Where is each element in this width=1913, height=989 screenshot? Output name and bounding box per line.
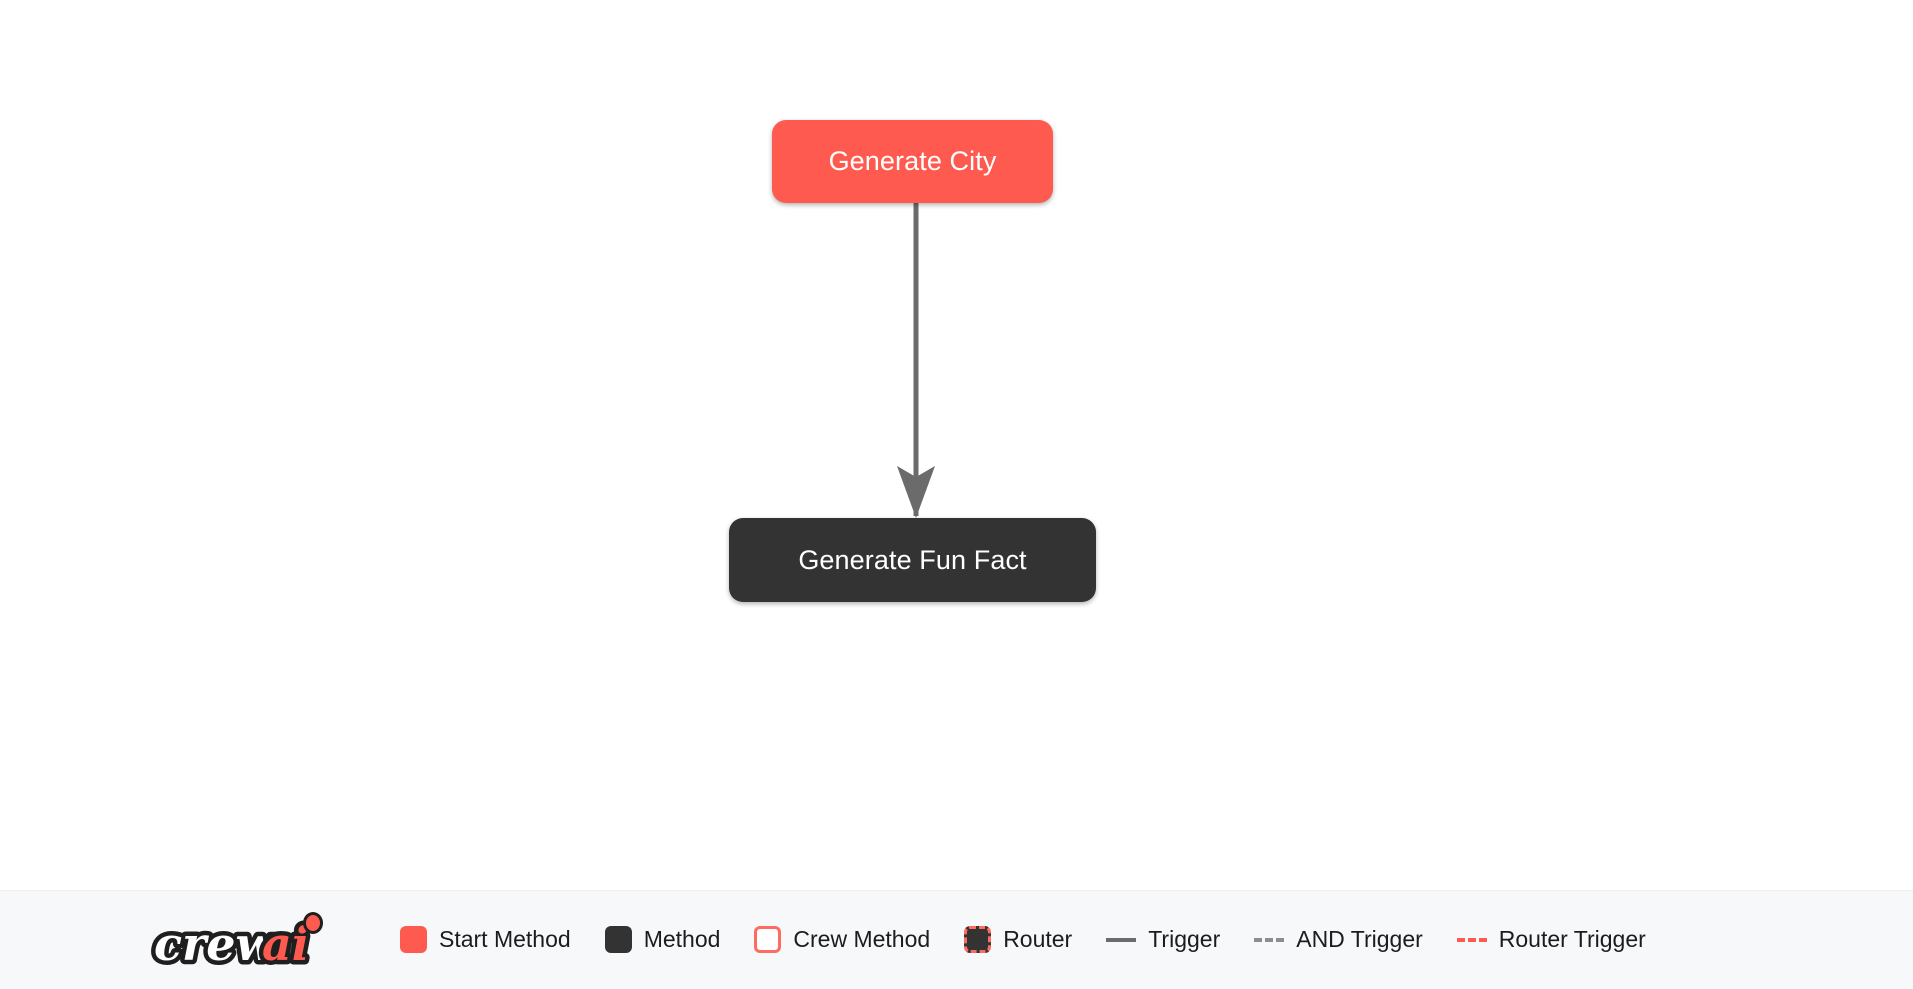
start-method-swatch-icon (400, 926, 427, 953)
legend-item-method[interactable]: Method (604, 890, 721, 989)
router-swatch-icon (964, 926, 992, 953)
legend-item-label: Router Trigger (1498, 926, 1646, 952)
crew-method-swatch-icon (754, 926, 782, 953)
legend-item-label: Crew Method (793, 926, 931, 952)
legend-item-label: AND Trigger (1296, 926, 1423, 952)
legend-item-label: Trigger (1148, 926, 1221, 952)
crewai-logo-wordmark: crew crew ai ai (150, 912, 323, 976)
svg-text:ai: ai (262, 917, 309, 971)
method-swatch-icon (604, 926, 632, 953)
legend-item-router-trigger[interactable]: Router Trigger (1456, 890, 1646, 989)
edge-arrowhead-icon (897, 466, 935, 518)
flow-node-generate-fun-fact[interactable]: Generate Fun Fact (729, 518, 1096, 602)
edge-city-to-fun-fact (897, 203, 935, 518)
legend-item-crew-method[interactable]: Crew Method (754, 890, 930, 989)
legend-item-router[interactable]: Router (964, 890, 1072, 989)
flow-node-label: Generate Fun Fact (798, 544, 1027, 575)
flow-canvas[interactable]: Generate City Generate Fun Fact (0, 0, 1913, 890)
legend-item-label: Router (1003, 926, 1073, 952)
svg-text:crew: crew (154, 917, 277, 971)
legend-item-start-method[interactable]: Start Method (400, 890, 571, 989)
flow-node-label: Generate City (828, 146, 997, 176)
logo-dot-icon (306, 915, 320, 931)
router-trigger-line-icon (1456, 937, 1487, 942)
trigger-line-icon (1106, 937, 1137, 942)
legend-item-and-trigger[interactable]: AND Trigger (1254, 890, 1423, 989)
crewai-logo[interactable]: crew crew ai ai (150, 908, 330, 980)
legend-item-label: Method (643, 926, 721, 952)
flow-node-generate-city[interactable]: Generate City (772, 120, 1053, 203)
legend-item-trigger[interactable]: Trigger (1106, 890, 1220, 989)
legend-bar (0, 890, 1913, 989)
and-trigger-line-icon (1254, 937, 1285, 942)
legend-items: Start Method Method Crew Method Router T… (400, 890, 1646, 989)
legend-item-label: Start Method (439, 926, 571, 952)
svg-text:crew: crew (154, 917, 277, 971)
